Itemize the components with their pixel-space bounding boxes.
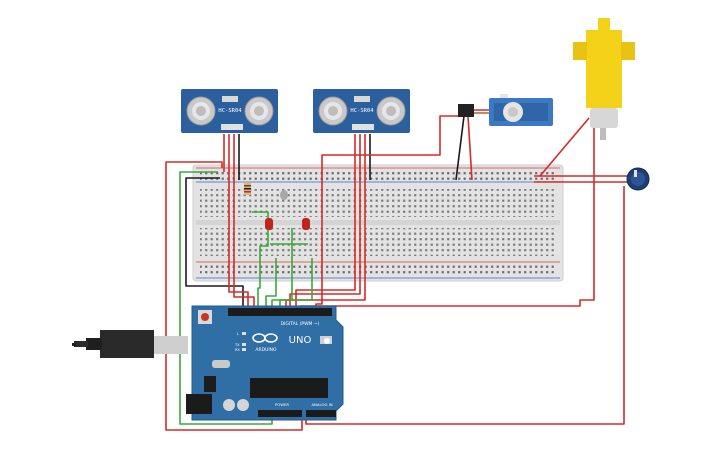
wire-s2-b [289,134,361,310]
atmega-chip [250,378,328,398]
wire-gnd-loop [179,171,273,425]
wire-pot-signal [305,186,625,425]
wire-5v-loop [165,161,303,431]
wire-servo-gnd [455,115,465,181]
digital-label: DIGITAL (PWM ~) [281,321,320,327]
breadboard[interactable] [192,164,564,282]
arduino-uno[interactable]: DIGITAL (PWM ~) ARDUINO UNO L TX RX POWE… [186,305,344,421]
potentiometer[interactable] [626,167,650,191]
rx-label: RX [235,348,240,352]
led-1[interactable] [265,218,273,230]
wire-led-green-3 [265,258,277,310]
photoresistor[interactable] [280,190,288,200]
tx-label: TX [234,343,240,347]
power-header [258,410,302,417]
led-2[interactable] [302,218,310,230]
analog-header [306,410,336,417]
analog-label: ANALOG IN [311,402,332,407]
wires [165,115,628,431]
wire-motor-a [539,117,590,177]
resistor[interactable] [244,183,251,195]
wire-servo-power [467,115,473,181]
ultrasonic-sensor-1[interactable]: HC-SR04 [181,89,278,133]
servo-motor[interactable] [458,94,553,126]
arduino-model: UNO [289,335,312,346]
wire-s1-echo [228,134,249,310]
wire-black-ground [185,177,244,310]
wire-led-green-1 [252,211,269,310]
ultrasonic-sensor-2[interactable]: HC-SR04 [313,89,410,133]
arduino-brand: ARDUINO [255,347,277,353]
wire-servo-signal [315,115,462,310]
potentiometer-knob-icon [634,170,637,177]
digital-header [228,308,332,316]
power-jack[interactable] [186,394,212,414]
dc-gear-motor[interactable] [573,18,635,140]
sensor-2-label: HC-SR04 [350,108,374,114]
arduino-infinity-logo-icon [252,333,278,343]
wire-s1-red2 [233,134,255,310]
sensor-1-label: HC-SR04 [218,108,242,114]
wire-s2-c [285,134,366,310]
wire-led-green-5 [279,258,313,310]
usb-connector-icon[interactable] [72,330,188,358]
l-label: L [237,332,239,336]
power-label: POWER [275,402,289,407]
servo-horn-icon [508,107,518,117]
